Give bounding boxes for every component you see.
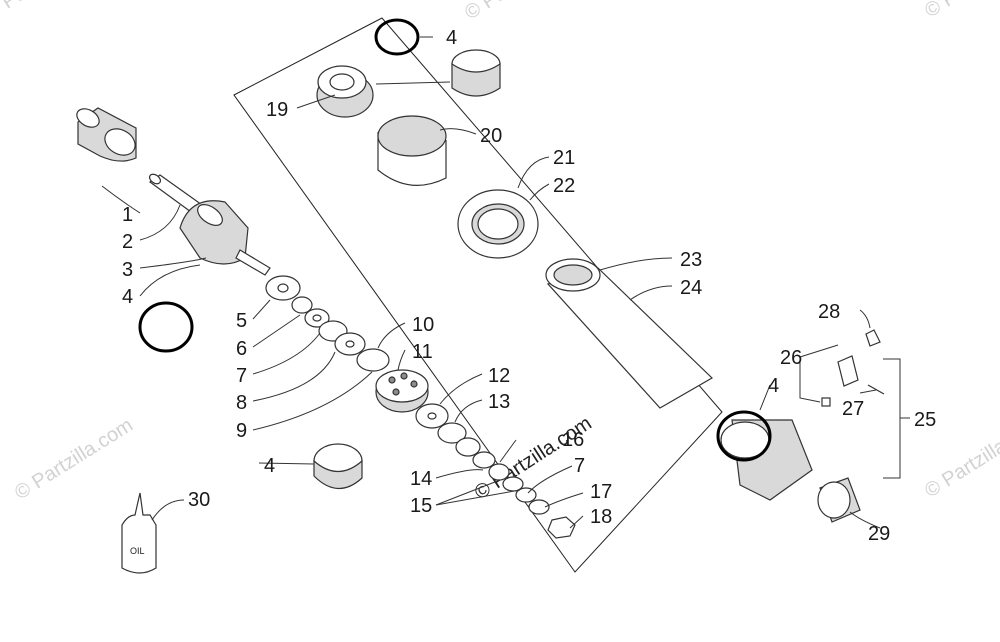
callout-27: 27	[842, 398, 864, 420]
callout-5: 5	[236, 310, 247, 332]
bushing-part	[76, 107, 137, 162]
valve-stack-left	[265, 275, 390, 372]
callout-29: 29	[868, 523, 890, 545]
callout-1: 1	[122, 204, 133, 226]
callout-8: 8	[236, 392, 247, 414]
callout-16: 16	[562, 429, 584, 451]
callout-11: 11	[412, 341, 433, 363]
band-top-part	[451, 49, 501, 97]
bushing-29-part	[817, 477, 861, 523]
piston-part	[375, 369, 429, 413]
callout-4-left: 4	[122, 286, 133, 308]
callout-10: 10	[412, 314, 434, 336]
callout-7-left: 7	[236, 365, 247, 387]
shaft-eye-part	[179, 200, 271, 276]
shock-body-part	[545, 258, 713, 409]
spring-27-part	[867, 384, 885, 395]
seal-head-part	[316, 65, 374, 118]
callout-23: 23	[680, 249, 702, 271]
bushing-20-part	[377, 115, 447, 186]
oil-bottle-label: OIL	[130, 546, 145, 556]
callout-28: 28	[818, 301, 840, 323]
o-ring-left	[138, 301, 194, 353]
callout-22: 22	[553, 175, 575, 197]
callout-6: 6	[236, 338, 247, 360]
callout-20: 20	[480, 125, 502, 147]
callout-26: 26	[780, 347, 802, 369]
callout-4-band: 4	[264, 455, 275, 477]
spring-nut-part	[457, 189, 539, 259]
callout-19: 19	[266, 99, 288, 121]
o-ring-top	[374, 18, 420, 56]
watermark-left: © Partzilla.com	[11, 414, 137, 504]
callout-4-top: 4	[446, 27, 457, 49]
o-ring-right	[716, 410, 772, 462]
callout-13: 13	[488, 391, 510, 413]
assembly-box	[233, 17, 723, 573]
watermark-top-mid: © Partzilla.com	[461, 0, 587, 24]
watermark-top-right: © Partzilla.com	[921, 0, 1000, 22]
reservoir-part	[720, 419, 813, 501]
valve-stack-right	[415, 403, 576, 539]
callout-3: 3	[122, 259, 133, 281]
callout-9: 9	[236, 420, 247, 442]
valve-26-part	[821, 355, 859, 407]
callout-14: 14	[410, 468, 432, 490]
callout-7-right: 7	[574, 455, 585, 477]
callout-25: 25	[914, 409, 936, 431]
bracket-25	[883, 358, 901, 479]
callout-30: 30	[188, 489, 210, 511]
callout-21: 21	[553, 147, 575, 169]
piston-band-part	[313, 443, 363, 490]
watermark-top-left: © Partzilla.com	[0, 0, 107, 24]
oil-bottle-part: OIL	[121, 492, 157, 574]
callout-18: 18	[590, 506, 612, 528]
callout-24: 24	[680, 277, 702, 299]
callout-12: 12	[488, 365, 510, 387]
callout-17: 17	[590, 481, 612, 503]
callout-4-right: 4	[768, 375, 779, 397]
screw-28-part	[865, 329, 881, 347]
callout-2: 2	[122, 231, 133, 253]
callout-15: 15	[410, 495, 432, 517]
